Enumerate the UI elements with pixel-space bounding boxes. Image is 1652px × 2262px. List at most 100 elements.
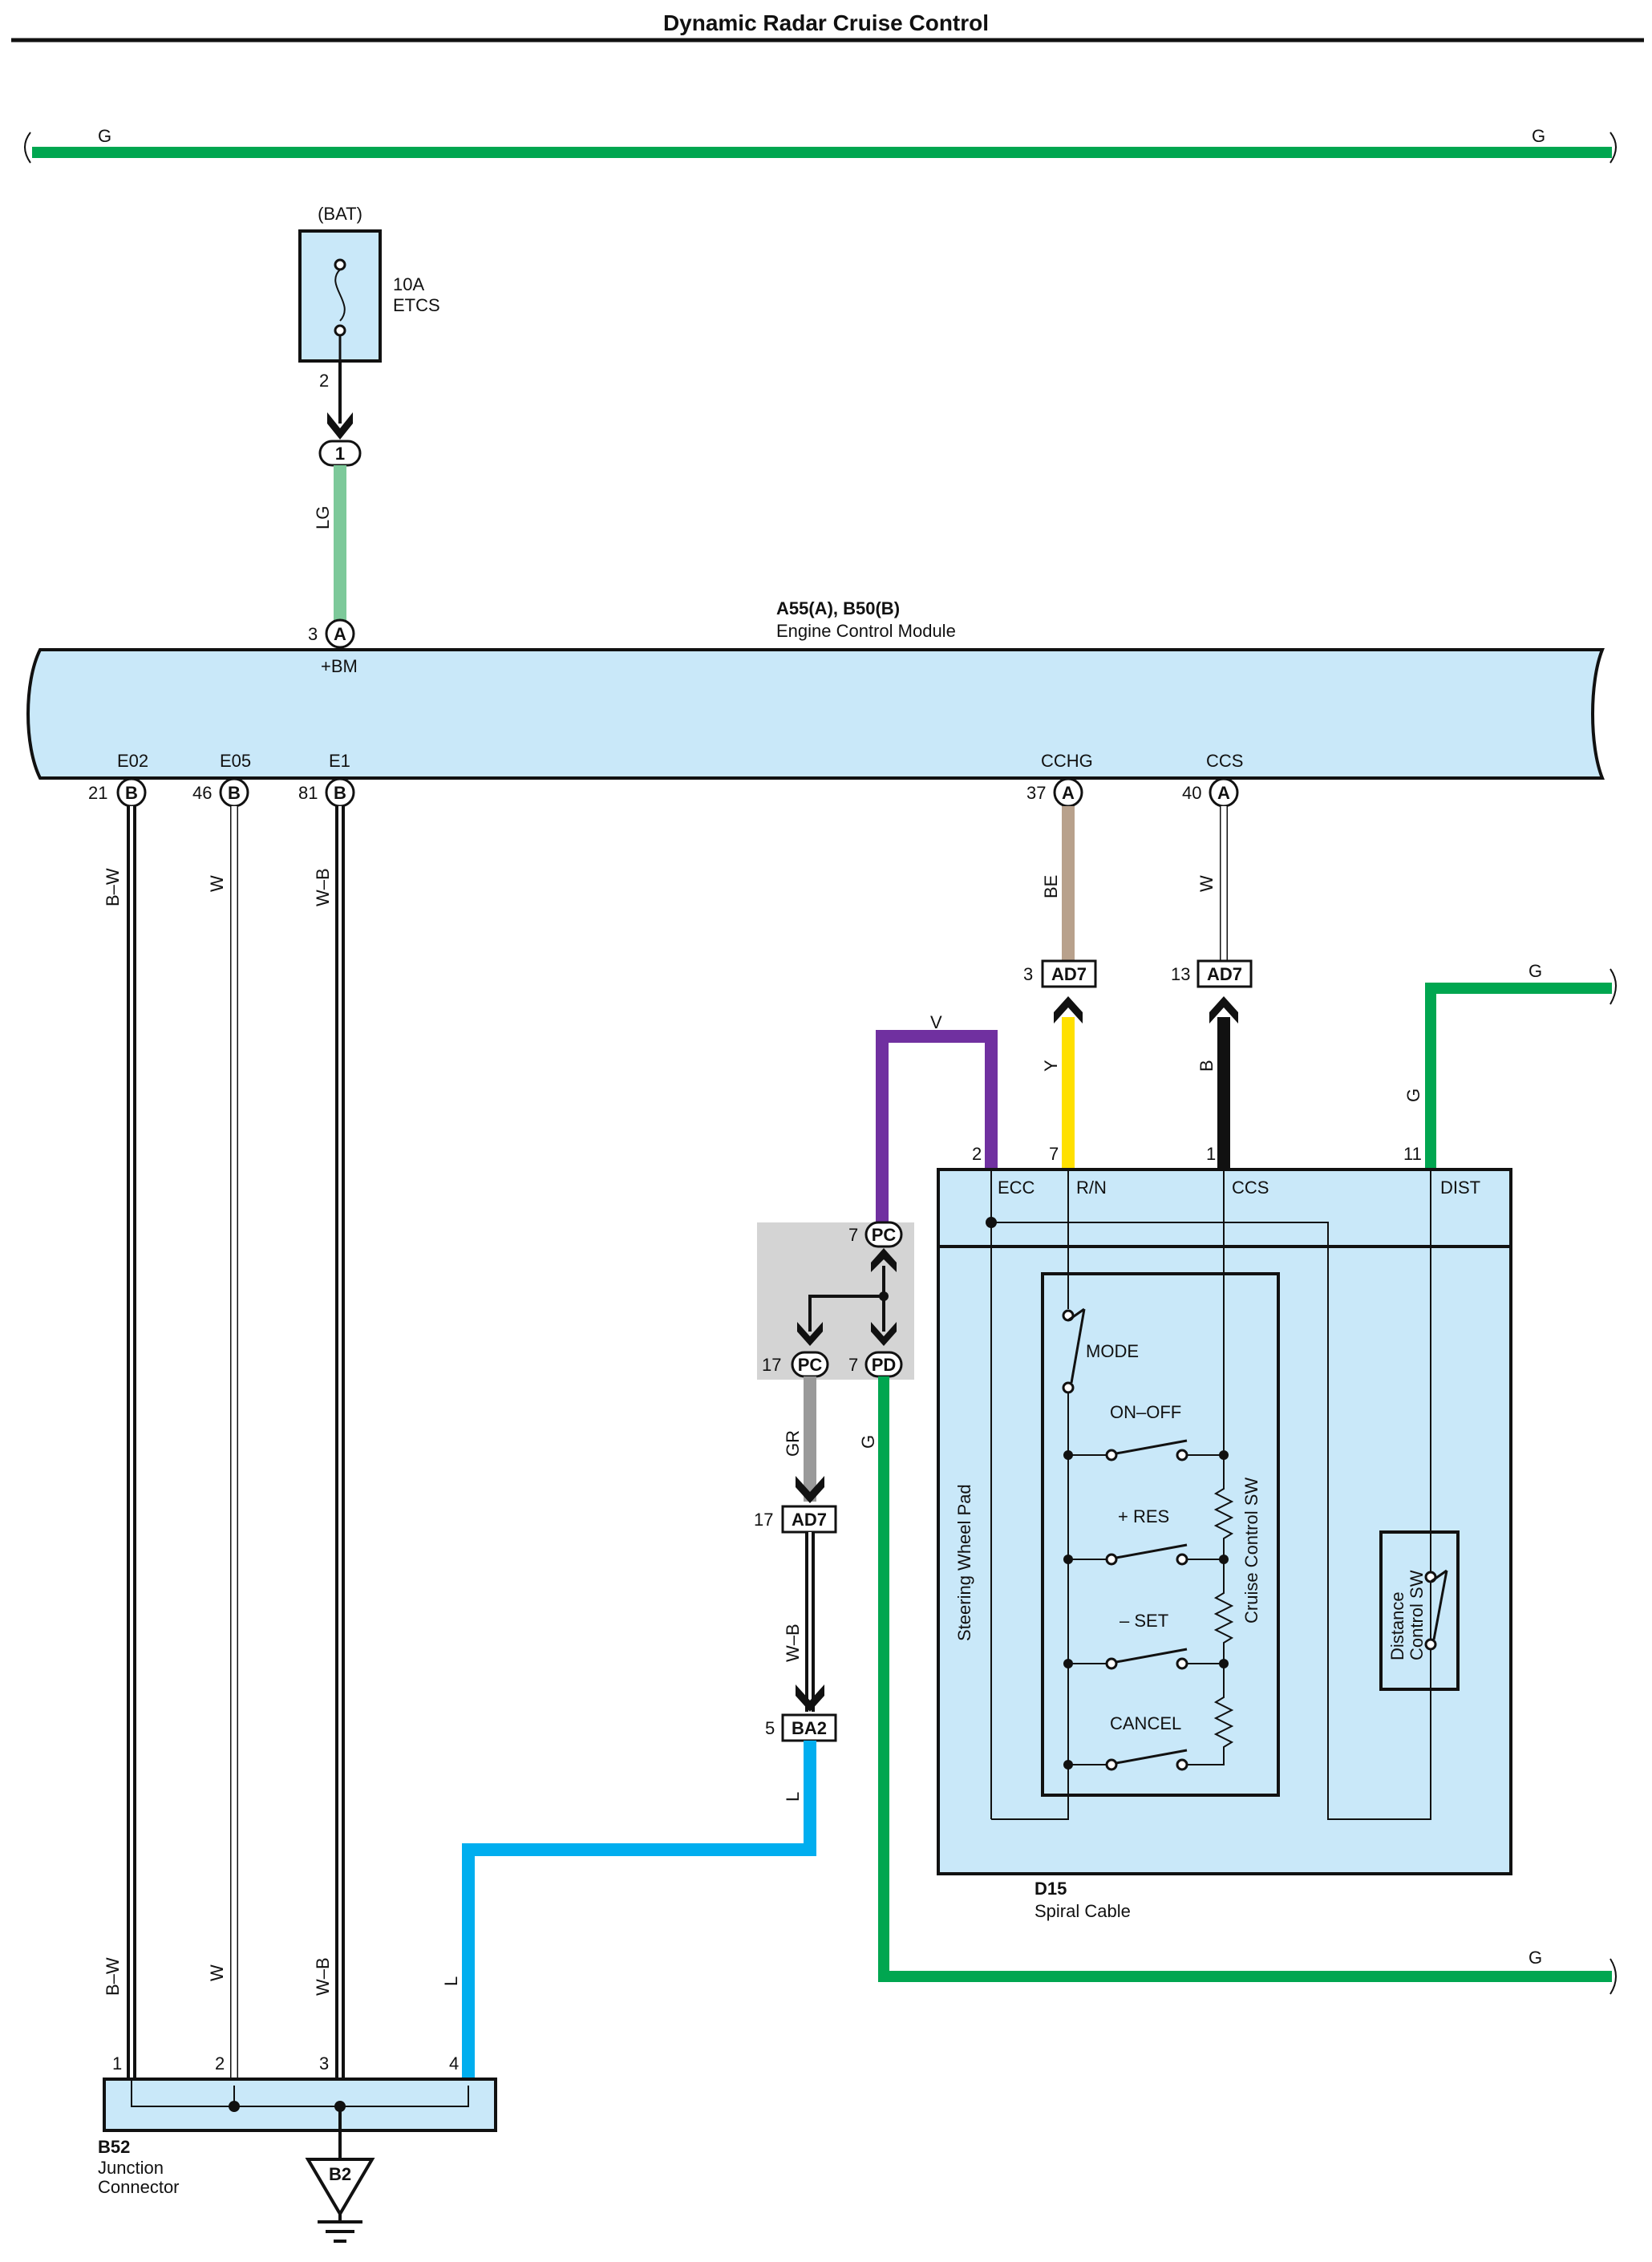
fuse-terminal-top (334, 258, 346, 271)
cruise-control-sw-label: Cruise Control SW (1241, 1478, 1261, 1624)
ad7-ccs-pin: 13 (1171, 964, 1190, 984)
wire-label-wb-top: W–B (313, 868, 333, 906)
switch-label-res: + RES (1118, 1506, 1169, 1526)
ground-b2-icon[interactable] (305, 2158, 375, 2217)
spiral-dist-term: DIST (1440, 1178, 1480, 1198)
switch-label-onoff: ON–OFF (1110, 1402, 1181, 1422)
mode-switch-icon (1070, 1308, 1086, 1384)
spiral-rn-term: R/N (1076, 1178, 1107, 1198)
fuse-element-icon (334, 269, 346, 322)
svg-text:BA2: BA2 (792, 1718, 827, 1738)
b52-ref: B52 (98, 2137, 130, 2157)
ecm-ccs-term: CCS (1206, 751, 1243, 771)
svg-text:PC: PC (798, 1355, 823, 1375)
wire-label-wb-bot: W–B (313, 1957, 333, 1996)
ad7-cchg-pin: 3 (1023, 964, 1033, 984)
b52-name-1: Junction (98, 2158, 164, 2178)
ad7-gr-pin: 17 (754, 1510, 773, 1530)
connector-arrow-icon (796, 1684, 824, 1712)
spiral-ccs-pin: 1 (1206, 1144, 1216, 1164)
wire-label-be: BE (1041, 875, 1061, 898)
svg-text:PC: PC (872, 1225, 897, 1245)
svg-text:PD: PD (872, 1355, 897, 1375)
ecm-bm-term: +BM (321, 656, 358, 676)
wire-label-g-dist-right: G (1529, 961, 1542, 981)
ecm-e1-pin: 81 (298, 783, 318, 803)
resistor-3-icon (1187, 1664, 1234, 1765)
cancel-switch-icon (1116, 1749, 1188, 1765)
set-switch-icon (1116, 1648, 1188, 1664)
resistor-2-icon (1213, 1559, 1234, 1664)
ba2-pin: 5 (765, 1718, 775, 1738)
junction-connector-b52[interactable] (103, 2078, 497, 2132)
wire-g-dist[interactable] (1425, 983, 1612, 1170)
wire-label-g-top-right: G (1532, 126, 1545, 146)
spiral-ecc-pin: 2 (972, 1144, 982, 1164)
wire-label-g-dist: G (1403, 1088, 1423, 1102)
wire-label-lg: LG (313, 506, 333, 529)
switch-label-mode: MODE (1086, 1341, 1139, 1361)
wire-label-w-ccs: W (1196, 875, 1217, 892)
wire-break-top-left (24, 132, 31, 164)
svg-text:A: A (1217, 783, 1230, 803)
engine-control-module[interactable] (26, 648, 1605, 780)
svg-text:AD7: AD7 (1207, 964, 1242, 984)
fuse-rating: 10A (393, 274, 424, 294)
b52-pin-1: 1 (112, 2053, 122, 2074)
wire-label-bw-top: B–W (103, 868, 123, 906)
ecm-e02-term: E02 (117, 751, 148, 771)
wire-label-l-bot: L (441, 1976, 461, 1986)
ecm-bm-pin: 3 (308, 624, 318, 644)
ecm-cchg-term: CCHG (1041, 751, 1093, 771)
wire-l[interactable] (462, 1741, 816, 2086)
fuse-source: (BAT) (318, 204, 362, 224)
connector-arrow-icon (1054, 996, 1083, 1024)
connector-ad7-cchg[interactable] (1041, 959, 1097, 988)
connector-arrow-icon (871, 1322, 897, 1346)
svg-text:AD7: AD7 (1051, 964, 1087, 984)
junction-pc-top-pin: 7 (848, 1225, 858, 1245)
wire-label-bw-bot: B–W (103, 1957, 123, 1996)
b52-pin-4: 4 (449, 2053, 459, 2074)
wire-break-bottom-right (1609, 1958, 1617, 1995)
diagram-title: Dynamic Radar Cruise Control (663, 10, 989, 35)
steering-wheel-pad-label: Steering Wheel Pad (954, 1484, 974, 1641)
svg-text:B: B (125, 783, 138, 803)
res-switch-icon (1116, 1543, 1188, 1559)
junction-pd-pin: 7 (848, 1355, 858, 1375)
fuse-terminal-bottom (334, 324, 346, 337)
svg-text:A: A (334, 624, 346, 644)
inline-connector-1-label: 1 (335, 444, 345, 464)
wire-break-top-right (1609, 132, 1617, 164)
spiral-name: Spiral Cable (1035, 1901, 1131, 1921)
wire-label-y: Y (1041, 1060, 1061, 1072)
ecm-bm-connector[interactable] (325, 618, 355, 649)
wire-label-b: B (1196, 1060, 1217, 1072)
wire-v[interactable] (876, 1030, 998, 1234)
ground-label: B2 (329, 2164, 351, 2184)
spiral-ccs-term: CCS (1232, 1178, 1269, 1198)
distance-sw-label-2: Control SW (1407, 1570, 1427, 1660)
ecm-name: Engine Control Module (776, 621, 956, 641)
distance-switch-icon (1432, 1570, 1448, 1640)
spiral-dist-pin: 11 (1403, 1144, 1422, 1164)
svg-text:AD7: AD7 (792, 1510, 827, 1530)
junction-pc-bottom-pin: 17 (762, 1355, 781, 1375)
ecm-e05-term: E05 (220, 751, 251, 771)
b52-pin-2: 2 (215, 2053, 225, 2074)
ecm-cchg-pin: 37 (1026, 783, 1046, 803)
distance-sw-label-1: Distance (1387, 1591, 1407, 1660)
wire-label-g-pd: G (858, 1435, 878, 1449)
spiral-rn-pin: 7 (1049, 1144, 1059, 1164)
wire-label-g-bottom-right: G (1529, 1948, 1542, 1968)
spiral-ref: D15 (1035, 1879, 1067, 1899)
ecm-ref: A55(A), B50(B) (776, 598, 900, 618)
svg-text:B: B (228, 783, 241, 803)
connector-arrow-icon (871, 1248, 897, 1272)
wire-g-pd[interactable] (878, 1376, 1612, 1982)
ecm-e05-pin: 46 (192, 783, 212, 803)
junction-pc-top[interactable] (864, 1221, 903, 1248)
wire-label-w-bot: W (207, 1964, 227, 1981)
connector-ad7-ccs[interactable] (1196, 959, 1253, 988)
